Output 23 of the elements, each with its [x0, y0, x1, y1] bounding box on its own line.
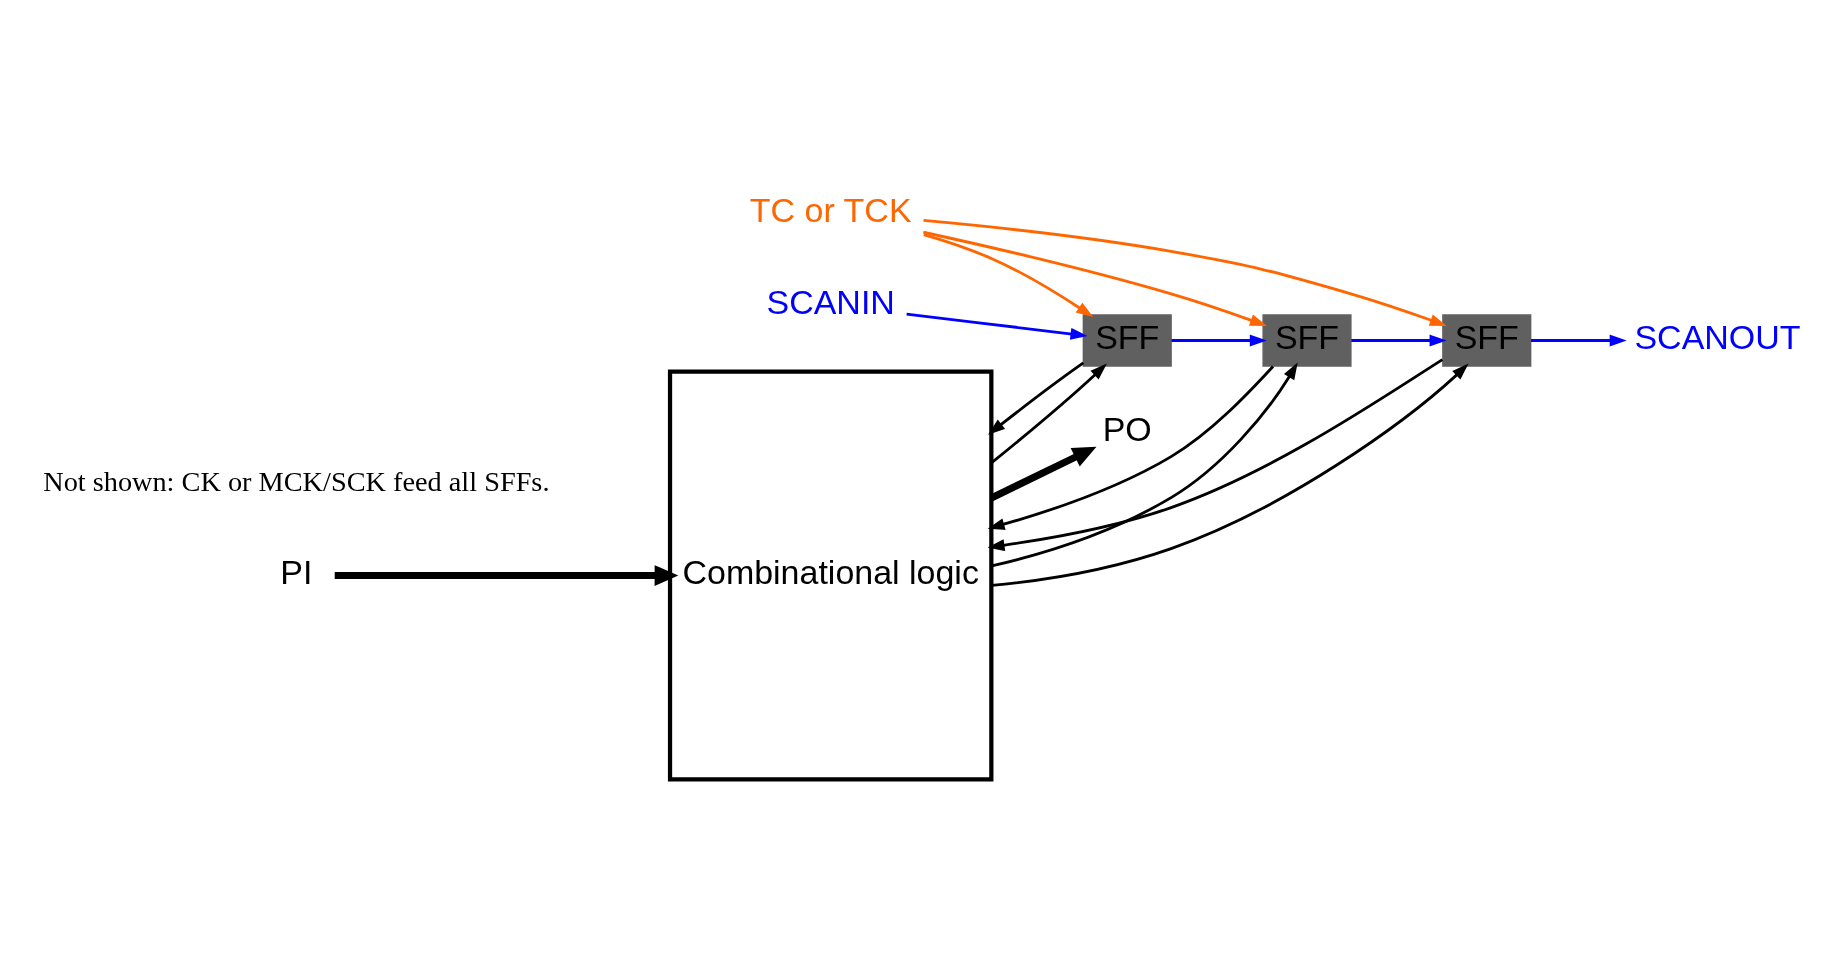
label: Not shown: CK or MCK/SCK feed all SFFs.	[43, 465, 550, 497]
arrow	[1171, 334, 1267, 347]
arrow	[1351, 334, 1447, 347]
node-text: SCANIN	[766, 282, 895, 321]
node-box: SFF	[1262, 314, 1352, 367]
arrow	[987, 358, 1444, 552]
arrow	[923, 219, 1447, 326]
node-text: PI	[280, 553, 313, 592]
arrow	[923, 230, 1267, 326]
node-text: TC or TCK	[749, 190, 912, 229]
node-text: PO	[1102, 410, 1152, 449]
arrow	[923, 233, 1094, 318]
arrow	[989, 446, 1097, 502]
node-box: SFF	[1082, 314, 1172, 367]
node-box: SFF	[1442, 314, 1532, 367]
arrow	[334, 565, 679, 586]
arrow	[990, 363, 1107, 464]
node-box: Combinational logic	[667, 369, 994, 782]
arrow	[987, 365, 1275, 530]
node-text: SCANOUT	[1634, 318, 1801, 357]
arrow	[988, 361, 1085, 435]
arrow	[906, 312, 1088, 340]
arrow	[1531, 334, 1627, 347]
